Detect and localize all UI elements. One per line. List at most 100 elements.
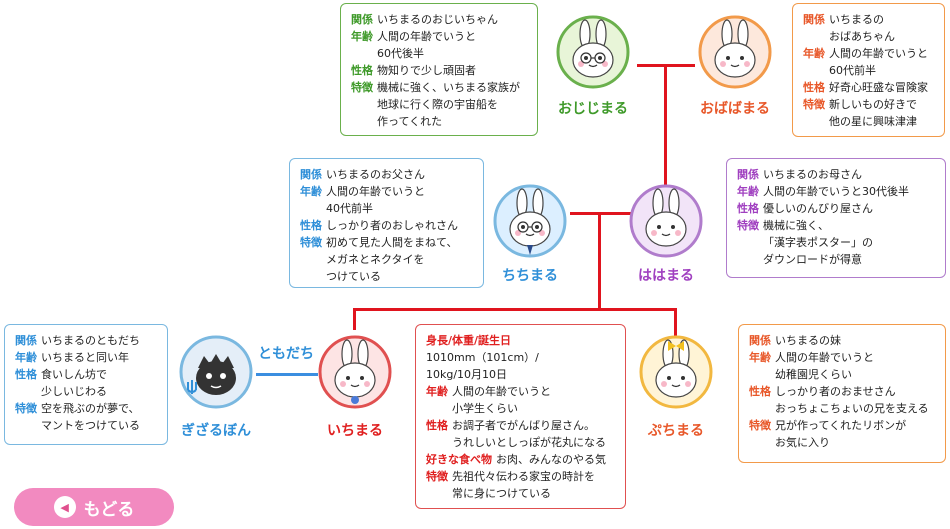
info-value: 食いしん坊で 少しいじわる [41,368,107,398]
friend-label: ともだち [258,346,314,362]
info-key: 年齢 [15,351,37,364]
name-haha: ははまる [638,268,694,284]
info-value: 人間の年齢でいうと 60代前半 [829,47,928,77]
info-key: 特徴 [300,236,322,249]
info-box-puchi: 関係いちまるの妹年齢人間の年齢でいうと 幼稚園児くらい性格しっかり者のおませさん… [738,324,946,463]
info-key: 関係 [300,168,322,181]
info-key: 性格 [351,64,373,77]
info-key: 関係 [15,334,37,347]
info-key: 関係 [749,334,771,347]
info-key: 年齢 [749,351,771,364]
info-value: いちまると同い年 [41,351,129,364]
info-row: 好きな食べ物お肉、みんなのやる気 [426,451,616,468]
info-value: いちまるのお母さん [763,168,862,181]
info-key: 性格 [426,419,448,432]
info-row: 年齢人間の年齢でいうと30代後半 [737,183,936,200]
info-row: 1010mm（101cm）/ 10kg/10月10日 [426,349,616,383]
info-row: 年齢人間の年齢でいうと 40代前半 [300,183,474,217]
info-value: 物知りで少し頑固者 [377,64,476,77]
info-row: 特徴空を飛ぶのが夢で、 マントをつけている [15,400,158,434]
info-row: 特徴先祖代々伝わる家宝の時計を 常に身につけている [426,468,616,502]
haha-icon [629,184,703,258]
info-key: 年齢 [351,30,373,43]
info-value: しっかり者のおませさん おっちょこちょいの兄を支える [775,385,929,415]
info-box-obaba: 関係いちまるの おばあちゃん年齢人間の年齢でいうと 60代前半性格好奇心旺盛な冒… [792,3,945,137]
back-button[interactable]: ◀ もどる [14,488,174,526]
info-key: 年齢 [426,385,448,398]
info-key: 年齢 [300,185,322,198]
info-row: 性格好奇心旺盛な冒険家 [803,79,935,96]
info-key: 特徴 [426,470,448,483]
info-row: 特徴兄が作ってくれたリボンが お気に入り [749,417,936,451]
info-value: 新しいもの好きで 他の星に興味津津 [829,98,917,128]
info-key: 特徴 [737,219,759,232]
line-puchi-drop [674,308,677,338]
name-ichi: いちまる [327,423,383,439]
obaba-icon [698,15,772,89]
info-value: 人間の年齢でいうと 40代前半 [326,185,425,215]
info-row: 年齢いちまると同い年 [15,349,158,366]
info-row: 特徴新しいもの好きで 他の星に興味津津 [803,96,935,130]
info-value: 人間の年齢でいうと 幼稚園児くらい [775,351,874,381]
info-key: 特徴 [749,419,771,432]
info-value: いちまるのお父さん [326,168,425,181]
info-row: 性格お調子者でがんばり屋さん。 うれしいとしっぽが花丸になる [426,417,616,451]
puchi-icon [639,335,713,409]
info-key: 特徴 [803,98,825,111]
name-chichi: ちちまる [502,268,558,284]
info-row: 関係いちまるのお母さん [737,166,936,183]
info-value: 人間の年齢でいうと 60代後半 [377,30,476,60]
info-value: 好奇心旺盛な冒険家 [829,81,928,94]
info-row: 年齢人間の年齢でいうと 60代後半 [351,28,528,62]
info-row: 特徴機械に強く、 「漢字表ポスター」の ダウンロードが得意 [737,217,936,268]
info-key: 性格 [300,219,322,232]
info-row: 関係いちまるのおじいちゃん [351,11,528,28]
info-row: 性格しっかり者のおませさん おっちょこちょいの兄を支える [749,383,936,417]
name-gizaru: ぎざるぼん [181,423,251,439]
info-row: 特徴初めて見た人間をまねて、 メガネとネクタイを つけている [300,234,474,285]
info-box-gizaru: 関係いちまるのともだち年齢いちまると同い年性格食いしん坊で 少しいじわる特徴空を… [4,324,168,445]
info-key: 関係 [351,13,373,26]
info-key: 性格 [803,81,825,94]
info-row: 関係いちまるのともだち [15,332,158,349]
info-value: お肉、みんなのやる気 [496,453,606,466]
info-box-ichi: 身長/体重/誕生日 1010mm（101cm）/ 10kg/10月10日年齢人間の… [415,324,626,509]
info-value: 1010mm（101cm）/ 10kg/10月10日 [426,351,539,381]
info-value: お調子者でがんばり屋さん。 うれしいとしっぽが花丸になる [452,419,606,449]
name-puchi: ぷちまる [647,423,705,439]
info-row: 性格食いしん坊で 少しいじわる [15,366,158,400]
info-key: 性格 [737,202,759,215]
info-value: いちまるの妹 [775,334,841,347]
info-row: 年齢人間の年齢でいうと 幼稚園児くらい [749,349,936,383]
info-value: しっかり者のおしゃれさん [326,219,458,232]
line-children [353,308,677,311]
name-ojiji: おじじまる [558,101,628,117]
info-value: いちまるのともだち [41,334,140,347]
info-key: 年齢 [803,47,825,60]
info-box-ojiji: 関係いちまるのおじいちゃん年齢人間の年齢でいうと 60代後半性格物知りで少し頑固… [340,3,538,136]
info-row: 性格優しいのんびり屋さん [737,200,936,217]
info-key: 年齢 [737,185,759,198]
info-row: 性格しっかり者のおしゃれさん [300,217,474,234]
info-row: 年齢人間の年齢でいうと 60代前半 [803,45,935,79]
chichi-icon [493,184,567,258]
back-arrow-icon: ◀ [53,496,76,518]
gizaru-icon [179,335,253,409]
info-row: 関係いちまるのお父さん [300,166,474,183]
info-key: 特徴 [15,402,37,415]
line-ichi-drop [353,308,356,330]
info-row: 身長/体重/誕生日 [426,332,616,349]
info-value: 優しいのんびり屋さん [763,202,873,215]
info-key: 関係 [803,13,825,26]
info-key: 特徴 [351,81,373,94]
back-label: もどる [83,499,135,520]
info-row: 年齢人間の年齢でいうと 小学生くらい [426,383,616,417]
info-value: いちまるの おばあちゃん [829,13,895,43]
info-row: 特徴機械に強く、いちまる家族が 地球に行く際の宇宙船を 作ってくれた [351,79,528,130]
info-value: 空を飛ぶのが夢で、 マントをつけている [41,402,140,432]
info-key: 身長/体重/誕生日 [426,334,512,347]
ojiji-icon [556,15,630,89]
info-key: 性格 [749,385,771,398]
info-box-chichi: 関係いちまるのお父さん年齢人間の年齢でいうと 40代前半性格しっかり者のおしゃれ… [289,158,484,288]
line-friend [256,373,318,376]
